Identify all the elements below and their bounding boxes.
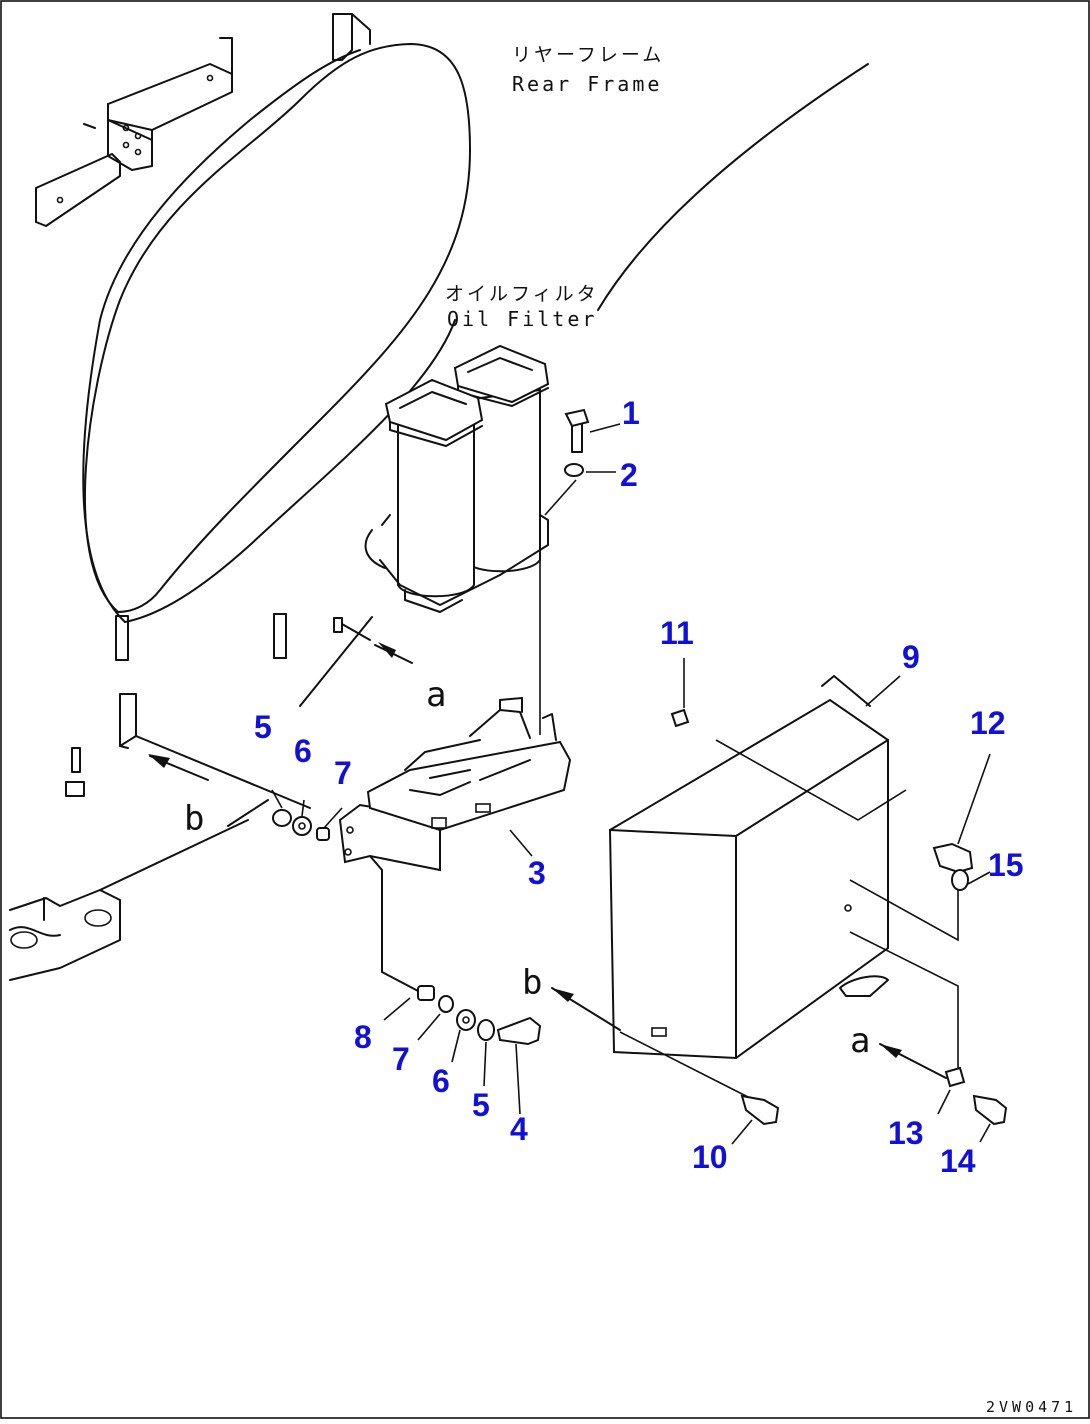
view-marker-a-right: a [850, 1021, 870, 1061]
view-marker-a-upper: a [426, 675, 446, 715]
callout-6-upper: 6 [294, 733, 312, 769]
callout-5-lower: 5 [472, 1087, 490, 1123]
callout-6-lower: 6 [432, 1063, 450, 1099]
rear-frame-en-label: Rear Frame [512, 72, 662, 96]
callout-3: 3 [528, 855, 546, 891]
callout-2: 2 [620, 457, 638, 493]
callout-7-lower: 7 [392, 1041, 410, 1077]
callout-15: 15 [988, 847, 1024, 883]
left-chassis [9, 613, 371, 981]
rear-frame [35, 13, 869, 661]
grommet-part-15 [951, 869, 991, 891]
washer-set-upper [271, 789, 343, 841]
callout-8: 8 [354, 1019, 372, 1055]
bolt-part-11 [670, 658, 690, 728]
callout-11: 11 [660, 615, 694, 651]
bolt-part-10 [731, 1094, 780, 1145]
cover-part-9 [608, 675, 959, 1099]
callout-1: 1 [622, 395, 640, 431]
callout-5-upper: 5 [254, 709, 272, 745]
base-bracket-part-3 [338, 697, 572, 993]
drawing-code: 2VW0471 [986, 1398, 1077, 1416]
view-arrows [148, 616, 413, 827]
bolt-part-1 [564, 408, 621, 453]
callout-12: 12 [970, 705, 1006, 741]
callout-7-upper: 7 [334, 755, 352, 791]
oil-filter-assembly [364, 344, 550, 735]
oil-filter-en-label: Oil Filter [447, 307, 597, 331]
callout-14: 14 [940, 1143, 976, 1179]
fastener-set-lower [383, 985, 542, 1115]
callout-9: 9 [902, 639, 920, 675]
bolt-part-12 [932, 753, 991, 874]
bolt-part-14 [972, 1094, 1008, 1143]
clip-part-13 [937, 1066, 966, 1115]
rear-frame-jp-label: リヤーフレーム [512, 44, 664, 66]
callout-4: 4 [510, 1111, 528, 1147]
washer-part-2 [544, 463, 616, 516]
callout-13: 13 [888, 1115, 924, 1151]
view-marker-b-left: b [184, 799, 204, 839]
view-arrows-right [551, 987, 947, 1079]
view-marker-b-right: b [522, 963, 542, 1003]
callout-10: 10 [692, 1139, 728, 1175]
oil-filter-jp-label: オイルフィルタ [445, 283, 599, 305]
